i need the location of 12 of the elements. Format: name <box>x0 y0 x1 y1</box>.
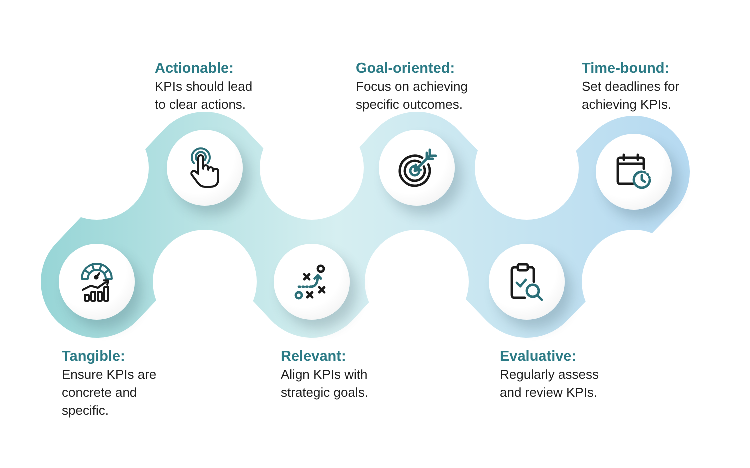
step-description: Align KPIs with strategic goals. <box>281 367 368 400</box>
step-heading: Relevant: <box>281 349 346 365</box>
step-description: Focus on achieving specific outcomes. <box>356 79 468 112</box>
step-description: Ensure KPIs are concrete and specific. <box>62 367 157 418</box>
step-heading: Time-bound: <box>582 61 670 77</box>
step-description: KPIs should lead to clear actions. <box>155 79 253 112</box>
step-description: Set deadlines for achieving KPIs. <box>582 79 680 112</box>
step-heading: Goal-oriented: <box>356 61 456 77</box>
step-heading: Actionable: <box>155 61 234 77</box>
step-description: Regularly assess and review KPIs. <box>500 367 599 400</box>
step-heading: Evaluative: <box>500 349 577 365</box>
step-heading: Tangible: <box>62 349 126 365</box>
